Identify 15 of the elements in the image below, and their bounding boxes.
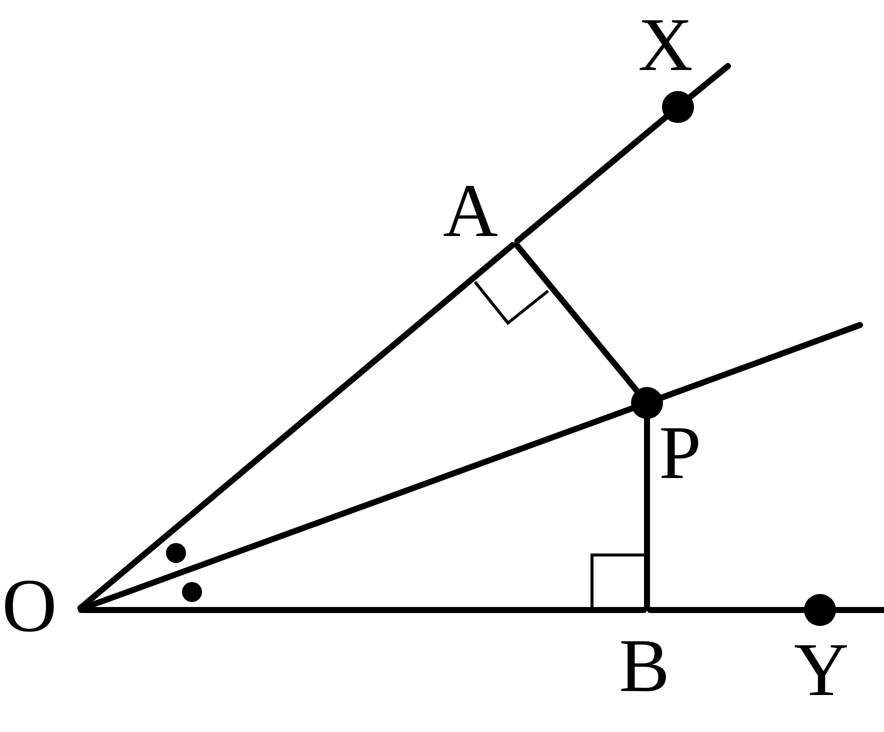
point-label: X bbox=[638, 7, 693, 83]
line-segment bbox=[514, 242, 640, 394]
point-label: A bbox=[443, 173, 498, 249]
line-segment bbox=[833, 607, 884, 613]
line-segment bbox=[78, 607, 647, 613]
point-label: Y bbox=[794, 632, 849, 708]
line-segment bbox=[687, 63, 731, 100]
line-segment bbox=[514, 114, 669, 244]
point-label: O bbox=[2, 568, 57, 644]
point-label: P bbox=[659, 415, 702, 491]
line-segment bbox=[644, 416, 650, 610]
point-label: B bbox=[619, 628, 670, 704]
line-segment bbox=[659, 322, 863, 400]
line-segment bbox=[77, 242, 516, 612]
line-segment bbox=[78, 405, 635, 612]
